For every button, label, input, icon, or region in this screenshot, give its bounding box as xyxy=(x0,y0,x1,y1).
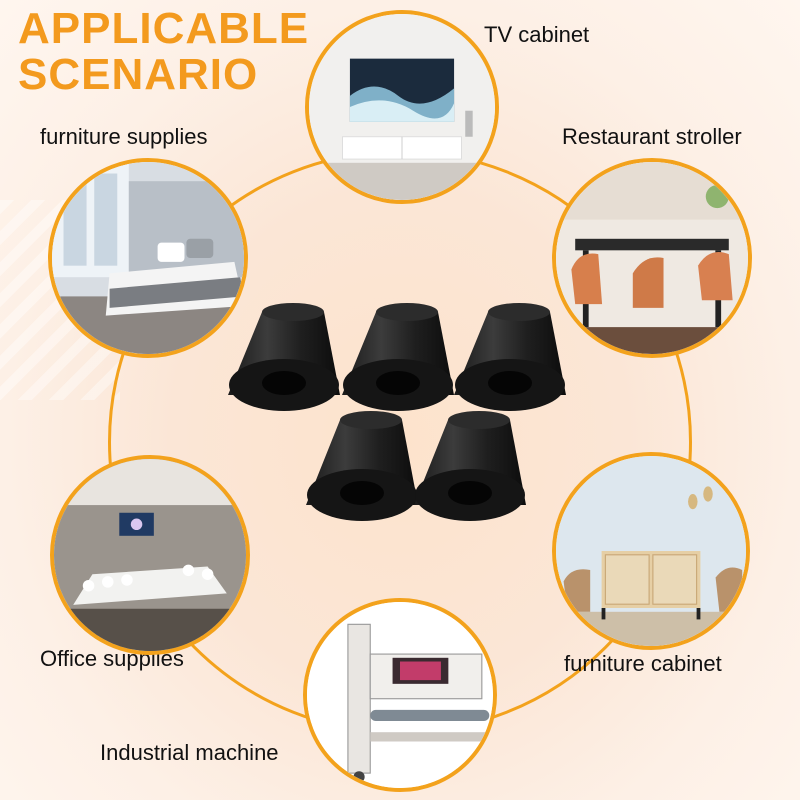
industrial-machine-image xyxy=(303,598,497,792)
tv-cabinet-image xyxy=(305,10,499,204)
title-line-2: SCENARIO xyxy=(18,50,259,99)
bedroom-image xyxy=(48,158,248,358)
conference-room-image xyxy=(50,455,250,655)
cabinet-image xyxy=(552,452,750,650)
title-line-1: APPLICABLE xyxy=(18,4,310,53)
dining-room-image xyxy=(552,158,752,358)
label-tv-cabinet: TV cabinet xyxy=(484,22,590,47)
label-industrial-machine: Industrial machine xyxy=(100,740,279,765)
page-title: APPLICABLE SCENARIO xyxy=(18,6,309,98)
label-furniture-supplies: furniture supplies xyxy=(40,124,208,149)
label-restaurant-stroller: Restaurant stroller xyxy=(562,124,742,149)
label-furniture-cabinet: furniture cabinet xyxy=(564,651,722,676)
